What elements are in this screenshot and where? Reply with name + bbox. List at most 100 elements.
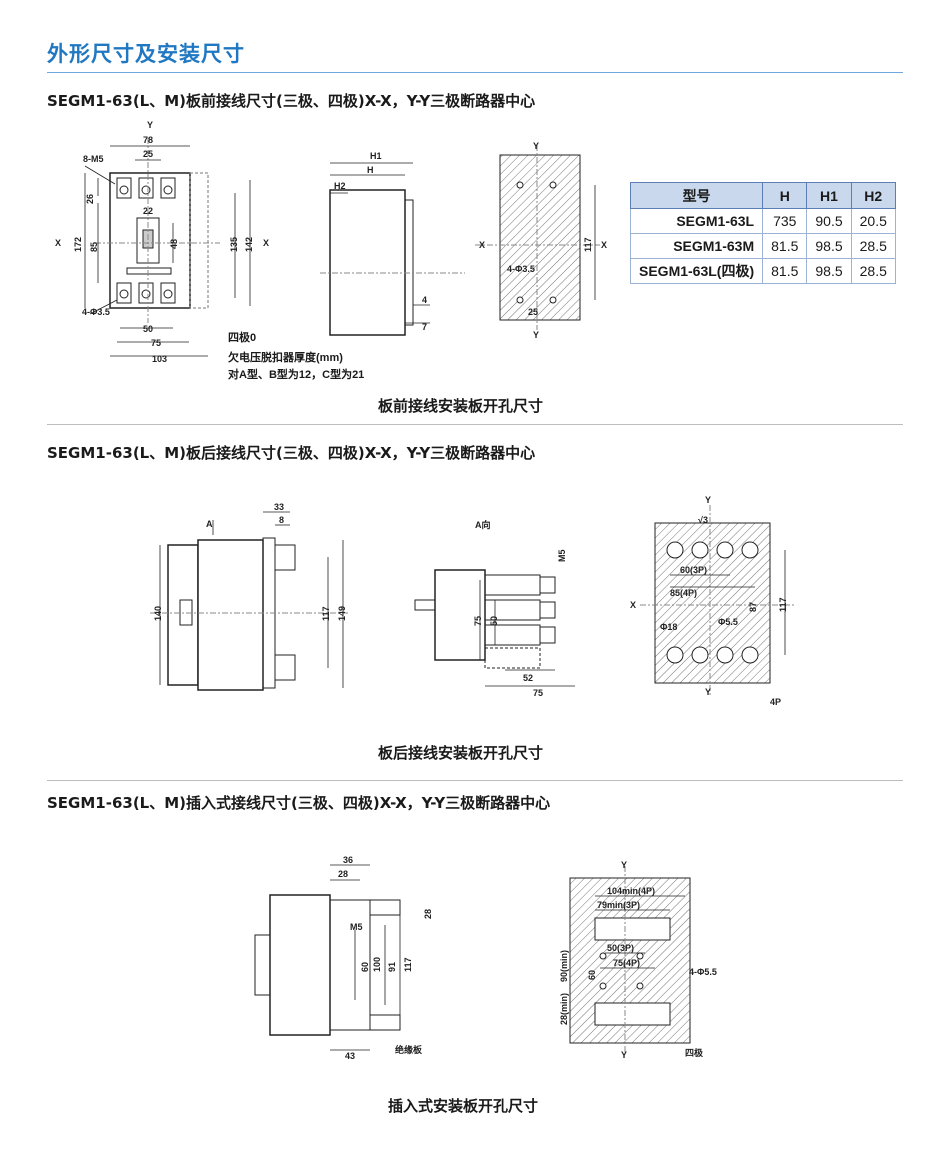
rear-panel-x: X	[630, 600, 636, 610]
plugin-panel-75: 75(4P)	[613, 958, 640, 968]
rear-panel-85: 85(4P)	[670, 588, 697, 598]
panel-y-bottom: Y	[533, 330, 539, 340]
panel-25: 25	[528, 307, 538, 317]
rear-panel-y-top: Y	[705, 495, 711, 505]
dim-135: 135	[229, 237, 239, 252]
note-undervoltage-1: 欠电压脱扣器厚度(mm)	[228, 352, 343, 364]
front-y-label: Y	[147, 120, 153, 130]
cell: 28.5	[850, 233, 896, 259]
section-heading-front-wiring: SEGM1-63(L、M)板前接线尺寸(三极、四极)X-X，Y-Y三极断路器中心	[47, 92, 536, 110]
side-h2: H2	[334, 181, 346, 191]
rear-149: 149	[337, 606, 347, 621]
plugin-60: 60	[360, 962, 370, 972]
plugin-panel-y-top: Y	[621, 860, 627, 870]
caption-plugin: 插入式安装板开孔尺寸	[388, 1097, 539, 1115]
dim-50: 50	[143, 324, 153, 334]
panel-x-right: X	[601, 240, 607, 250]
panel-y-top: Y	[533, 141, 539, 151]
cell: SEGM1-63L	[629, 208, 764, 234]
plugin-panel-104: 104min(4P)	[607, 886, 655, 896]
a-view-drawing: A向 M5 75 50 52 75	[405, 520, 595, 700]
rear-side-drawing: A 33 8 140 117 149	[150, 500, 360, 695]
panel-x-left: X	[479, 240, 485, 250]
rear-panel-sqrt3: √3	[698, 515, 708, 525]
note-pole: 四极0	[228, 332, 257, 344]
side-dim-4: 4	[422, 295, 427, 305]
note-undervoltage-2: 对A型、B型为12，C型为21	[228, 369, 365, 381]
panel-cutout-drawing: Y X 117 X 4-Φ3.5 25 Y	[475, 140, 615, 340]
plugin-panel-50: 50(3P)	[607, 943, 634, 953]
front-view-drawing: Y 78 25 8-M5 26 22 X 172 85 48 135 142 X…	[55, 118, 285, 373]
cell: 28.5	[850, 258, 896, 284]
plugin-panel-drawing: Y 104min(4P) 79min(3P) 50(3P) 75(4P) 60 …	[545, 858, 730, 1063]
rear-a-label: A	[206, 519, 213, 529]
a-view-52: 52	[523, 673, 533, 683]
dim-172: 172	[73, 237, 83, 252]
plugin-panel-hole: 4-Φ5.5	[689, 967, 717, 977]
dim-103: 103	[152, 354, 167, 364]
panel-hole: 4-Φ3.5	[507, 264, 535, 274]
side-dim-7: 7	[422, 322, 427, 332]
rear-8: 8	[279, 515, 284, 525]
plugin-28: 28	[338, 869, 348, 879]
a-view-75: 75	[473, 616, 483, 626]
a-view-label: A向	[475, 520, 491, 530]
plugin-side-drawing: 36 28 28 M5 60 100 91 117 43 绝缘板	[235, 855, 435, 1065]
plugin-panel-y-bottom: Y	[621, 1050, 627, 1060]
rear-panel-60: 60(3P)	[680, 565, 707, 575]
dim-78: 78	[143, 135, 153, 145]
rear-panel-y-bottom: Y	[705, 687, 711, 697]
col-model: 型号	[629, 182, 764, 209]
section-divider	[47, 780, 903, 781]
cell: 735	[762, 208, 808, 234]
plugin-panel-60: 60	[587, 970, 597, 980]
dim-26: 26	[85, 194, 95, 204]
rear-panel-87: 87	[748, 602, 758, 612]
front-view-notes: 四极0 欠电压脱扣器厚度(mm) 对A型、B型为12，C型为21	[228, 330, 364, 384]
plugin-panel-28: 28(min)	[559, 993, 569, 1025]
title-rule	[47, 72, 903, 73]
plugin-panel-79: 79min(3P)	[597, 900, 640, 910]
plugin-43: 43	[345, 1051, 355, 1061]
dim-142: 142	[244, 237, 254, 252]
cell: 81.5	[762, 233, 808, 259]
page-title: 外形尺寸及安装尺寸	[47, 42, 245, 66]
section-divider	[47, 424, 903, 425]
caption-front: 板前接线安装板开孔尺寸	[378, 397, 544, 415]
col-h1: H1	[806, 182, 852, 209]
plugin-plate: 绝缘板	[395, 1044, 423, 1055]
rear-panel-117: 117	[778, 597, 788, 612]
side-view-drawing: H1 H H2 4 7	[320, 145, 470, 340]
cell: SEGM1-63L(四极)	[629, 258, 764, 284]
rear-117: 117	[321, 606, 331, 621]
cell: 98.5	[806, 258, 852, 284]
rear-33: 33	[274, 502, 284, 512]
cell: SEGM1-63M	[629, 233, 764, 259]
plugin-117: 117	[403, 957, 413, 972]
rear-panel-drawing: Y √3 60(3P) 85(4P) X Φ18 Φ5.5 87 117 Y 4…	[630, 495, 805, 710]
rear-panel-4p: 4P	[770, 697, 781, 707]
dim-75: 75	[151, 338, 161, 348]
a-view-75b: 75	[533, 688, 543, 698]
rear-panel-phi55: Φ5.5	[718, 617, 738, 627]
plugin-91: 91	[387, 962, 397, 972]
plugin-100: 100	[372, 957, 382, 972]
a-view-m5: M5	[557, 549, 567, 562]
dim-85: 85	[89, 242, 99, 252]
plugin-panel-90: 90(min)	[559, 950, 569, 982]
side-h: H	[367, 165, 374, 175]
a-view-50: 50	[489, 616, 499, 626]
front-x-left: X	[55, 238, 61, 248]
plugin-28b: 28	[423, 909, 433, 919]
col-h2: H2	[850, 182, 896, 209]
dim-22: 22	[143, 206, 153, 216]
cell: 90.5	[806, 208, 852, 234]
section-heading-rear-wiring: SEGM1-63(L、M)板后接线尺寸(三极、四极)X-X，Y-Y三极断路器中心	[47, 444, 536, 462]
caption-rear: 板后接线安装板开孔尺寸	[378, 744, 544, 762]
rear-panel-phi18: Φ18	[660, 622, 677, 632]
panel-117: 117	[583, 237, 593, 252]
